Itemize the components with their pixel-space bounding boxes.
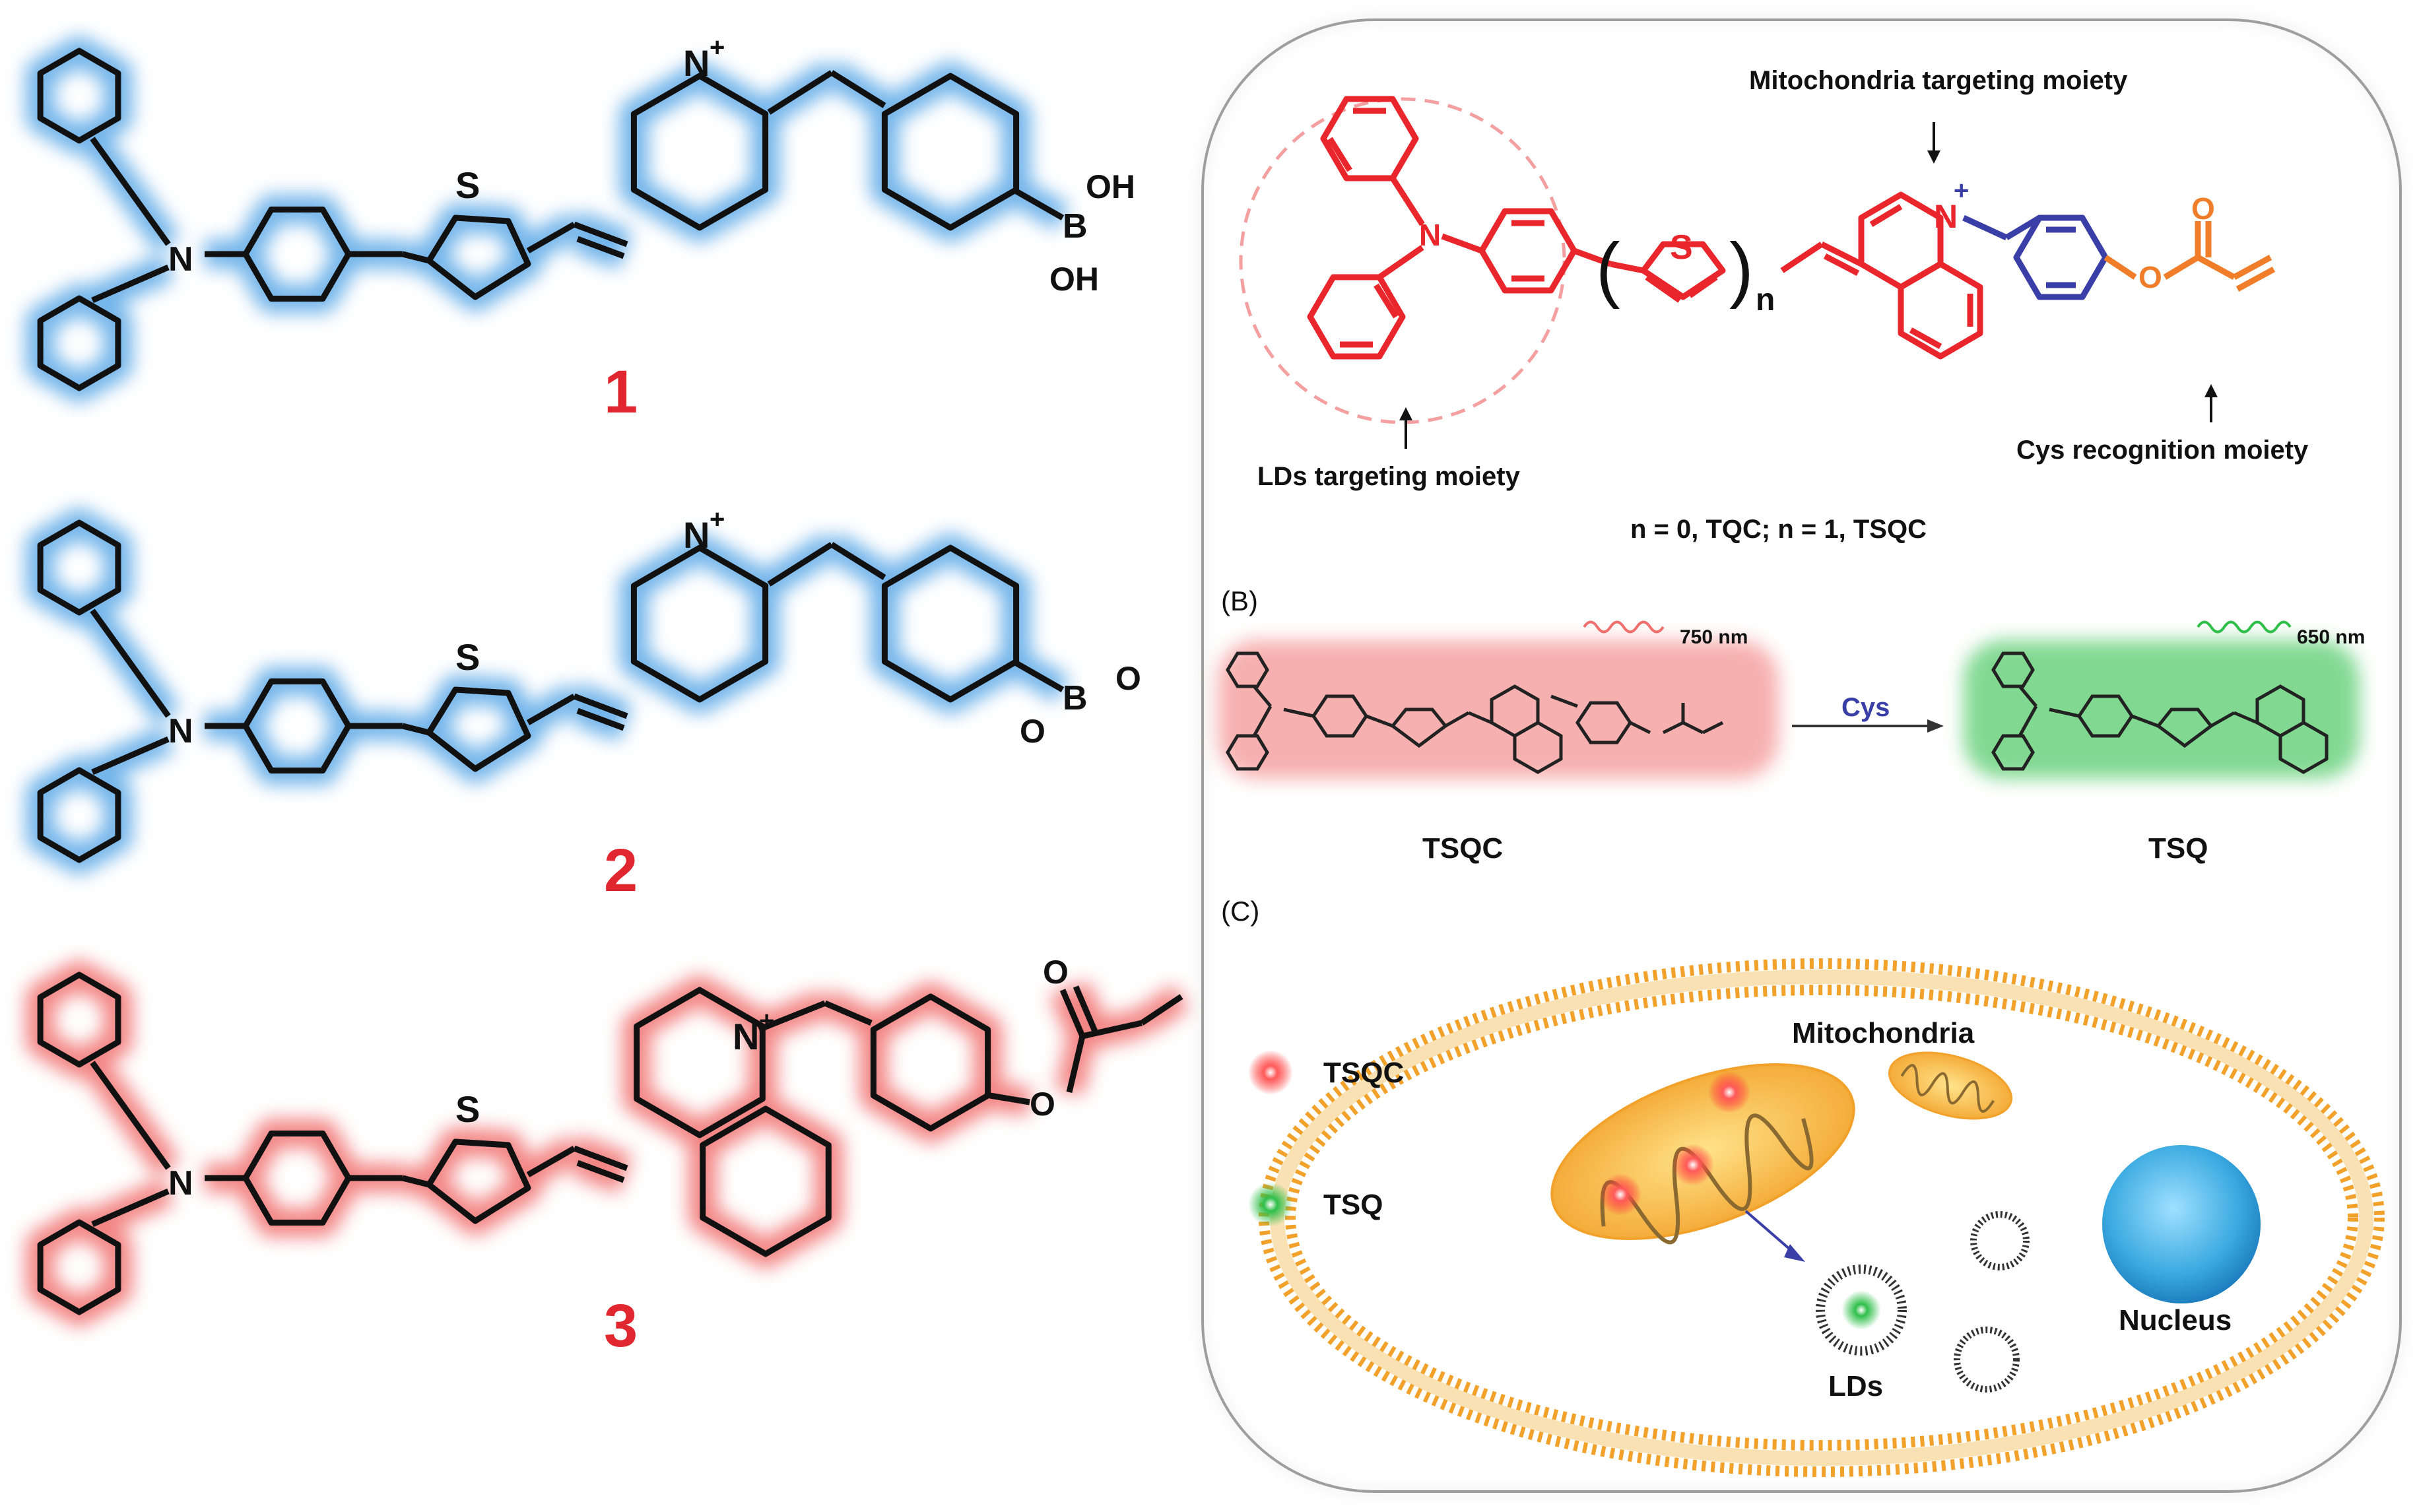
amine-n: N <box>168 712 193 750</box>
tsq-molecule <box>1991 651 2329 774</box>
ester-o-2: O <box>1043 954 1069 991</box>
mito-cristae <box>1600 1113 1814 1245</box>
legend-tsq-label: TSQ <box>1323 1189 1383 1221</box>
formula-caption: n = 0, TQC; n = 1, TSQC <box>1630 515 1927 544</box>
tsq-name: TSQ <box>2148 832 2208 865</box>
amine-n: N <box>168 1164 193 1202</box>
mito-targeting-label: Mitochondria targeting moiety <box>1749 66 2128 95</box>
pyridinium-charge: + <box>710 33 725 62</box>
pinacol-o-2: O <box>1020 713 1045 750</box>
compound-number: 2 <box>604 837 638 904</box>
legend-tsqc-dot <box>1248 1050 1293 1095</box>
compound-number: 3 <box>604 1292 638 1360</box>
lipid-droplet-3 <box>1954 1327 2020 1393</box>
right-wavelength: 650 nm <box>2297 626 2365 648</box>
compound-skeleton <box>37 971 1183 1315</box>
lipid-droplet-core <box>1841 1290 1881 1330</box>
boron: B <box>1063 207 1088 246</box>
boron: B <box>1063 679 1088 717</box>
lds-targeting-circle <box>1239 97 1566 424</box>
hydroxyl-2: OH <box>1049 261 1099 298</box>
wave-750 <box>1583 620 1665 634</box>
quinolinium-charge: + <box>1954 176 1969 205</box>
ester-o-2: O <box>2191 191 2215 226</box>
compound-skeleton <box>37 519 1065 863</box>
mitochondria-label: Mitochondria <box>1792 1017 1975 1049</box>
cys-arrow-label: Cys <box>1841 693 1890 722</box>
mitochondrion-small <box>1888 1051 2012 1120</box>
mito-small-cristae <box>1900 1064 1995 1113</box>
acrylate-group <box>2103 221 2276 292</box>
paren-left: ( <box>1596 228 1620 310</box>
legend-tsqc-label: TSQC <box>1323 1057 1404 1089</box>
pinacol-o-1: O <box>1115 660 1141 697</box>
panel-b-label: (B) <box>1221 585 1258 616</box>
quinolinium-charge: + <box>759 1006 774 1035</box>
mito-probe-2 <box>1672 1144 1714 1186</box>
ester-o-1: O <box>2138 260 2162 294</box>
mito-probe-1 <box>1708 1071 1750 1113</box>
translocation-arrow <box>1744 1210 1797 1255</box>
lds-targeting-label: LDs targeting moiety <box>1257 462 1521 491</box>
compound-3: NSN+OO3 <box>26 954 1190 1360</box>
fluorophore-core <box>1307 96 1983 360</box>
paren-right: ) <box>1729 228 1754 310</box>
wave-650 <box>2197 620 2292 634</box>
panel-b: (B) 750 nm TSQC <box>1218 585 2365 865</box>
compound-number: 1 <box>604 358 638 426</box>
tsqc-glow <box>1218 640 1779 779</box>
pyridinium-n: N <box>683 42 710 84</box>
compound-skeleton <box>37 48 1065 391</box>
lipid-droplet-2 <box>1970 1211 2030 1270</box>
triphenylamine-n: N <box>1419 218 1441 252</box>
compound-glow <box>26 960 1190 1327</box>
lds-label: LDs <box>1828 1370 1883 1402</box>
thiophene-s: S <box>1670 228 1693 267</box>
hydroxyl-1: OH <box>1086 168 1135 205</box>
mito-arrow-head <box>1927 150 1940 164</box>
translocation-arrow-head <box>1784 1244 1805 1262</box>
thiophene-s: S <box>455 636 480 678</box>
panel-c: (C) TSQC TSQ Mitochondria LDs Nucleus <box>1221 896 2385 1477</box>
amine-n: N <box>168 240 193 279</box>
mito-probe-3 <box>1599 1173 1641 1216</box>
nucleus-label: Nucleus <box>2119 1304 2232 1336</box>
panel-frame-border <box>1201 18 2402 1493</box>
pyridinium-charge: + <box>710 505 725 534</box>
thiophene-s: S <box>455 164 480 206</box>
nucleus <box>2102 1145 2261 1303</box>
reaction-arrow-head <box>1927 719 1944 733</box>
tsq-glow <box>1964 640 2360 779</box>
cys-recognition-label: Cys recognition moiety <box>2016 436 2309 465</box>
tsqc-name: TSQC <box>1422 832 1503 865</box>
quinolinium-n: N <box>733 1016 759 1057</box>
cell-membrane-inner <box>1285 985 2358 1451</box>
pyridinium-n: N <box>683 514 710 556</box>
panel-c-label: (C) <box>1221 896 1259 927</box>
thiophene-s: S <box>455 1088 480 1130</box>
lds-arrow-head <box>1399 407 1412 420</box>
cell-membrane-outer <box>1259 958 2385 1477</box>
ester-o-1: O <box>1030 1086 1055 1123</box>
quinolinium-n: N <box>1934 198 1958 235</box>
left-wavelength: 750 nm <box>1680 626 1748 648</box>
legend-tsq-dot <box>1248 1182 1293 1227</box>
benzyl-linker <box>1962 214 2109 300</box>
n-subscript: n <box>1756 282 1775 317</box>
tsqc-molecule <box>1226 651 1724 774</box>
cys-arrow-head <box>2204 384 2218 397</box>
panel-a: ( ) n S N N + O O Mitochondria targeting… <box>1239 66 2309 544</box>
